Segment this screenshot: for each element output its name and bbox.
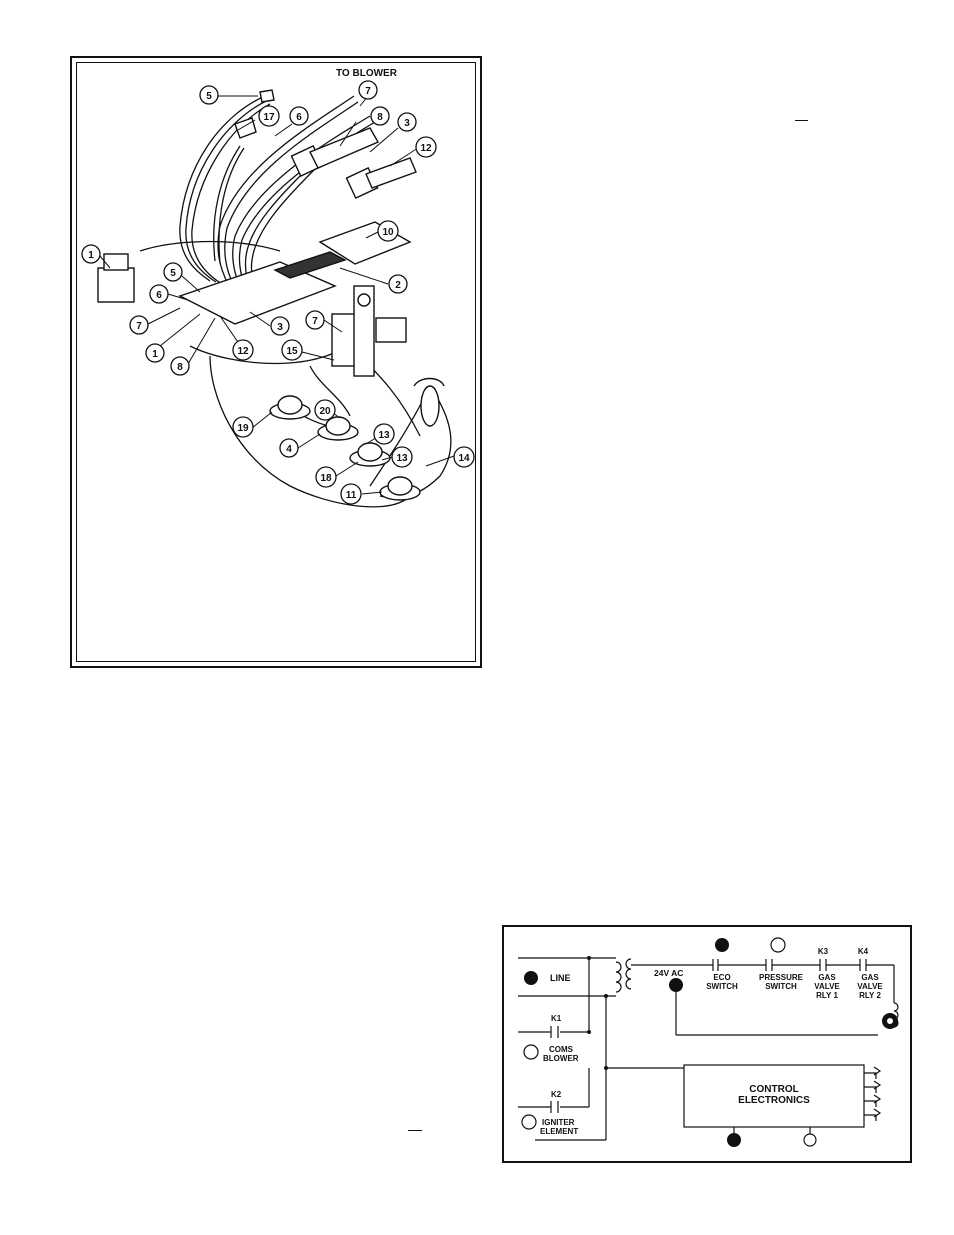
callout: 7 — [359, 81, 377, 99]
callout: 10 — [378, 221, 398, 241]
callout: 19 — [233, 417, 253, 437]
gas-valve-1-line3: RLY 1 — [816, 991, 838, 1000]
igniter-label: IGNITER — [542, 1118, 575, 1127]
k3-label: K3 — [818, 947, 829, 956]
pressure-label: PRESSURE — [759, 973, 804, 982]
svg-text:12: 12 — [237, 346, 249, 357]
callout: 12 — [233, 340, 253, 360]
line-indicator-filled — [524, 971, 538, 985]
callout: 3 — [271, 317, 289, 335]
svg-text:2: 2 — [395, 280, 401, 291]
callout: 1 — [146, 344, 164, 362]
k1-label: K1 — [551, 1014, 562, 1023]
svg-text:11: 11 — [346, 490, 357, 501]
svg-text:5: 5 — [206, 91, 212, 102]
igniter-indicator — [522, 1115, 536, 1129]
callout: 6 — [150, 285, 168, 303]
svg-text:3: 3 — [404, 118, 410, 129]
callout: 7 — [306, 311, 324, 329]
svg-text:14: 14 — [458, 453, 470, 464]
svg-text:17: 17 — [263, 112, 275, 123]
svg-text:7: 7 — [365, 86, 371, 97]
element-label: ELEMENT — [540, 1127, 578, 1136]
gas-valve-2-line2: VALVE — [857, 982, 883, 991]
svg-text:5: 5 — [170, 268, 176, 279]
callout: 20 — [315, 400, 335, 420]
callout: 2 — [389, 275, 407, 293]
overline-mark — [795, 120, 808, 121]
svg-text:10: 10 — [382, 227, 394, 238]
transformer-secondary — [626, 959, 631, 989]
svg-text:6: 6 — [296, 112, 302, 123]
callout: 7 — [130, 316, 148, 334]
flame-sensor — [421, 386, 439, 426]
svg-text:13: 13 — [378, 430, 390, 441]
svg-text:15: 15 — [286, 346, 298, 357]
transformer-primary — [616, 962, 621, 992]
control-label: CONTROL — [749, 1084, 798, 1095]
gas-valve-2-line1: GAS — [861, 973, 879, 982]
eco-label: ECO — [713, 973, 730, 982]
callout: 5 — [200, 86, 218, 104]
svg-text:1: 1 — [88, 250, 94, 261]
svg-text:18: 18 — [320, 473, 332, 484]
control-output-indicator-filled — [727, 1133, 741, 1147]
k2-label: K2 — [551, 1090, 562, 1099]
callout: 5 — [164, 263, 182, 281]
callout: 8 — [371, 107, 389, 125]
wiring-schematic: LINE K1 COMS BLOWER K2 IGNITER ELEMENT 2… — [502, 925, 912, 1163]
24v-ac-label: 24V AC — [654, 968, 683, 978]
svg-text:7: 7 — [136, 321, 142, 332]
gas-valve-2-line3: RLY 2 — [859, 991, 881, 1000]
to-blower-heading: TO BLOWER — [336, 68, 398, 79]
parts-diagram: TO BLOWER — [70, 56, 482, 668]
overline-mark — [408, 1130, 422, 1131]
svg-text:7: 7 — [312, 316, 318, 327]
svg-text:13: 13 — [396, 453, 408, 464]
svg-text:1: 1 — [152, 349, 158, 360]
svg-text:4: 4 — [286, 444, 292, 455]
svg-text:8: 8 — [377, 112, 383, 123]
blower-label: BLOWER — [543, 1054, 579, 1063]
electronics-label: ELECTRONICS — [738, 1095, 810, 1106]
coms-label: COMS — [549, 1045, 574, 1054]
callout: 11 — [341, 484, 361, 504]
svg-text:8: 8 — [177, 362, 183, 373]
gas-valve-1-line2: VALVE — [814, 982, 840, 991]
callout: 6 — [290, 107, 308, 125]
callout: 17 — [259, 106, 279, 126]
coms-blower-indicator — [524, 1045, 538, 1059]
gas-valve-1-line1: GAS — [818, 973, 836, 982]
callout: 13 — [392, 447, 412, 467]
svg-text:6: 6 — [156, 290, 162, 301]
k4-label: K4 — [858, 947, 869, 956]
control-output-indicator — [804, 1134, 816, 1146]
pressure-indicator — [771, 938, 785, 952]
callout: 8 — [171, 357, 189, 375]
callout: 14 — [454, 447, 474, 467]
callout: 4 — [280, 439, 298, 457]
line-label: LINE — [550, 973, 571, 983]
pressure-switch-label: SWITCH — [765, 982, 797, 991]
transformer-component — [98, 268, 134, 302]
callout: 18 — [316, 467, 336, 487]
callout: 15 — [282, 340, 302, 360]
callout: 13 — [374, 424, 394, 444]
eco-indicator-filled — [715, 938, 729, 952]
svg-text:19: 19 — [237, 423, 249, 434]
callout: 12 — [416, 137, 436, 157]
callout: 3 — [398, 113, 416, 131]
24v-indicator-filled — [669, 978, 683, 992]
eco-switch-label: SWITCH — [706, 982, 738, 991]
svg-text:20: 20 — [319, 406, 331, 417]
svg-text:12: 12 — [420, 143, 432, 154]
svg-text:3: 3 — [277, 322, 283, 333]
callout: 1 — [82, 245, 100, 263]
